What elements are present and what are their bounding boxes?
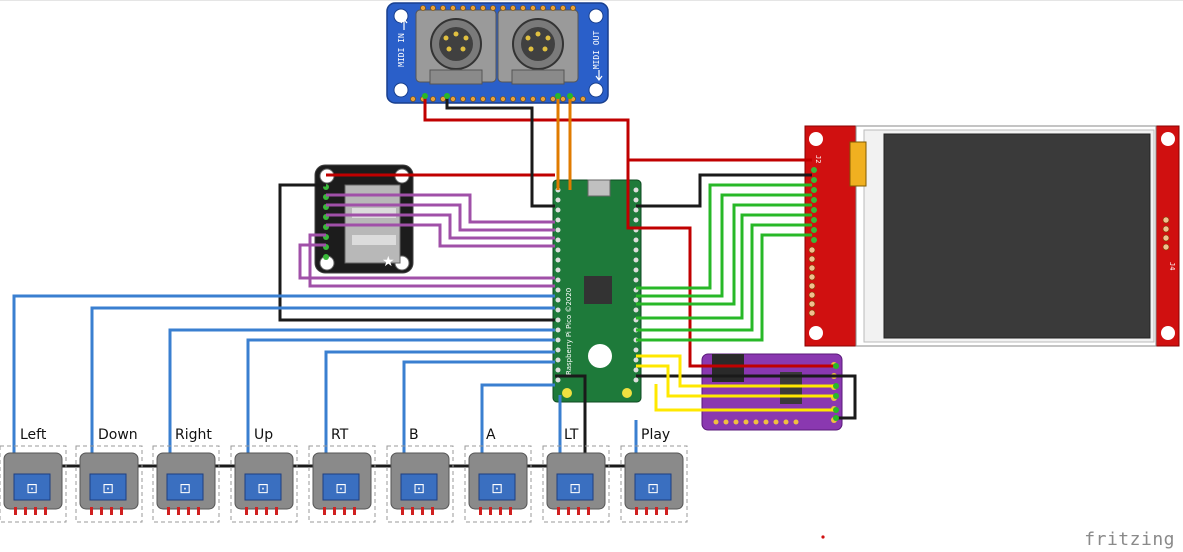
raspberry-pi-pico[interactable]: Raspberry Pi Pico ©2020 xyxy=(552,179,642,403)
header-j2-label: J2 xyxy=(814,155,822,163)
header-j4-label: J4 xyxy=(1168,262,1176,270)
button-label-right: Right xyxy=(175,427,212,443)
button-label-play: Play xyxy=(641,427,671,443)
pin-markers xyxy=(422,93,839,421)
svg-text:⊡: ⊡ xyxy=(647,481,659,497)
button-label-lt: LT xyxy=(564,427,579,443)
button-switch-a[interactable]: ⊡ xyxy=(464,445,532,523)
wires xyxy=(12,96,857,468)
raspberry-logo-icon xyxy=(588,344,612,368)
star-icon: ★ xyxy=(382,254,395,270)
button-switch-down[interactable]: ⊡ xyxy=(75,445,143,523)
top-border xyxy=(0,0,1183,1)
midi-in-label: MIDI IN xyxy=(397,33,406,67)
svg-text:⊡: ⊡ xyxy=(179,481,191,497)
button-switch-up[interactable]: ⊡ xyxy=(230,445,298,523)
button-switch-left[interactable]: ⊡ xyxy=(0,445,67,523)
marker-dot xyxy=(821,535,825,539)
midi-out-label: MIDI OUT xyxy=(592,31,601,70)
button-label-a: A xyxy=(486,427,496,443)
pico-board-text: Raspberry Pi Pico ©2020 xyxy=(565,288,573,375)
svg-text:⊡: ⊡ xyxy=(491,481,503,497)
button-label-up: Up xyxy=(254,427,274,443)
arrow-down-icon xyxy=(400,18,408,30)
button-switch-right[interactable]: ⊡ xyxy=(152,445,220,523)
svg-text:⊡: ⊡ xyxy=(413,481,425,497)
button-switch-lt[interactable]: ⊡ xyxy=(542,445,610,523)
button-switch-play[interactable]: ⊡ xyxy=(620,445,688,523)
button-label-rt: RT xyxy=(331,427,349,443)
tft-display[interactable]: J2 J4 xyxy=(804,125,1180,347)
app-brand: fritzing xyxy=(1084,529,1175,550)
svg-text:⊡: ⊡ xyxy=(257,481,269,497)
svg-text:⊡: ⊡ xyxy=(102,481,114,497)
midi-board[interactable]: MIDI IN MIDI OUT xyxy=(386,2,609,104)
svg-text:⊡: ⊡ xyxy=(26,481,38,497)
button-switch-b[interactable]: ⊡ xyxy=(386,445,454,523)
button-label-down: Down xyxy=(98,427,138,443)
svg-text:⊡: ⊡ xyxy=(569,481,581,497)
button-label-b: B xyxy=(409,427,419,443)
button-switch-rt[interactable]: ⊡ xyxy=(308,445,376,523)
svg-text:⊡: ⊡ xyxy=(335,481,347,497)
sd-card-board[interactable]: ★ xyxy=(314,164,414,274)
arrow-up-icon xyxy=(595,70,603,81)
button-row: ⊡ ⊡ ⊡ ⊡ ⊡ ⊡ xyxy=(0,445,688,523)
button-label-left: Left xyxy=(20,427,47,443)
